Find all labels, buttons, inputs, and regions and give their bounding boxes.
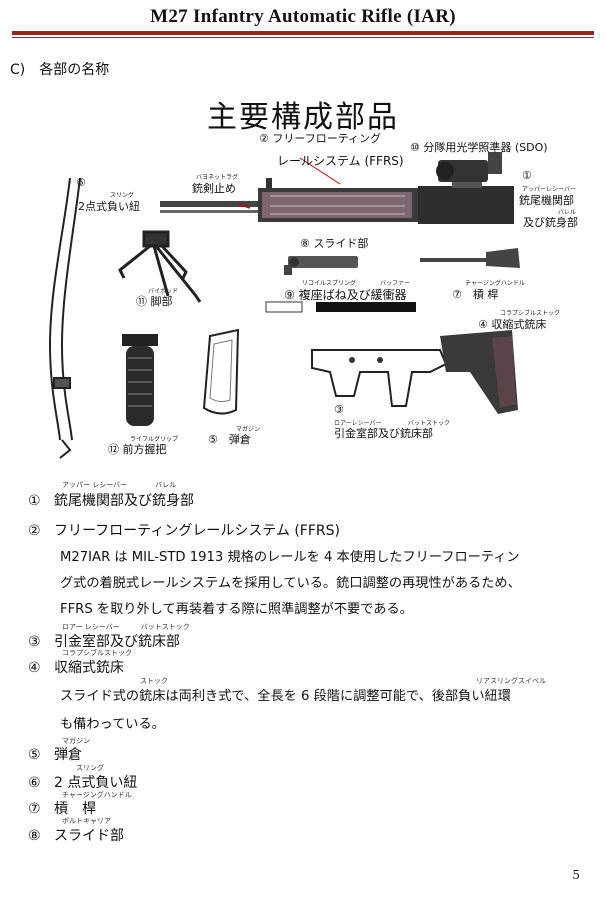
item-5-number: ⑤ bbox=[28, 747, 41, 763]
label-barrel: 及び銃身部 bbox=[523, 216, 578, 229]
ffrs-paragraph-line-2: グ式の着脱式レールシステムを採用している。銃口調整の再現性があるため、 bbox=[60, 576, 521, 591]
ruby-charging: チャージングハンドル bbox=[465, 280, 525, 287]
magazine-illustration bbox=[202, 328, 240, 415]
ruby-stock: コラプシブルストック bbox=[500, 310, 561, 317]
item-2-text: フリーフローティングレールシステム (FFRS) bbox=[54, 523, 340, 539]
item-5-text: 弾倉 bbox=[54, 747, 82, 763]
rear-swivel-ruby: リアスリングスイベル bbox=[476, 677, 546, 685]
bipod-illustration bbox=[118, 230, 202, 303]
item-7-text: 槓 桿 bbox=[54, 801, 96, 817]
section-heading: C) 各部の名称 bbox=[10, 62, 110, 78]
foregrip-illustration bbox=[122, 334, 158, 426]
item-6-text: 2 点式負い紐 bbox=[54, 775, 138, 791]
header-rule-thin bbox=[12, 37, 594, 38]
ruby-bayonet: バヨネットラグ bbox=[196, 174, 239, 181]
item-3-number: ③ bbox=[28, 634, 41, 650]
label-optic: ⑩ 分隊用光学照準器 (SDO) bbox=[410, 141, 548, 154]
ruby-lower: ロアーレシーバー bbox=[334, 420, 382, 427]
label-upper: 銃尾機関部 bbox=[519, 194, 574, 207]
stock-paragraph-line-2: も備わっている。 bbox=[60, 717, 165, 732]
item-4-ruby: コラプシブルストック bbox=[62, 649, 132, 657]
label-lower: 引金室部及び銃床部 bbox=[334, 427, 433, 440]
ruby-upper: アッパーレシーバー bbox=[522, 186, 576, 193]
list-item-1: ① 銃尾機関部及び銃身部 bbox=[28, 490, 194, 510]
rifle-upper-illustration bbox=[160, 157, 514, 224]
label-magazine: ⑤ 弾倉 bbox=[208, 433, 251, 446]
item-8-number: ⑧ bbox=[28, 828, 41, 844]
label-slide: ⑧ スライド部 bbox=[300, 237, 369, 250]
item-7-ruby: チャージングハンドル bbox=[62, 791, 132, 799]
list-item-8: ⑧ スライド部 bbox=[28, 825, 124, 845]
item-1-ruby: アッパー レシーバー バレル bbox=[62, 481, 177, 489]
list-item-7: ⑦ 槓 桿 bbox=[28, 798, 96, 818]
list-item-6: ⑥ 2 点式負い紐 bbox=[28, 772, 137, 792]
item-6-ruby: スリング bbox=[62, 764, 104, 772]
header-rule-thick bbox=[12, 31, 594, 35]
ruby-grip: ライフルグリップ bbox=[130, 436, 179, 443]
item-8-ruby: ボルトキャリア bbox=[62, 817, 111, 825]
item-7-number: ⑦ bbox=[28, 801, 41, 817]
lower-receiver-illustration bbox=[311, 330, 518, 414]
recoil-spring-illustration bbox=[265, 301, 416, 313]
label-grip: ⑫ 前方握把 bbox=[108, 443, 167, 456]
ruby-sling: スリング bbox=[110, 192, 135, 199]
label-sling-num: ⑥ bbox=[76, 176, 86, 189]
ruby-buffer: バッファー bbox=[380, 280, 411, 287]
list-item-5: ⑤ 弾倉 bbox=[28, 744, 82, 764]
item-5-ruby: マガジン bbox=[62, 737, 90, 745]
stock-paragraph-line-1: スライド式の銃床は両利き式で、全長を 6 段階に調整可能で、後部負い紐環 bbox=[60, 689, 511, 704]
item-3-text: 引金室部及び銃床部 bbox=[54, 634, 180, 650]
sling-illustration bbox=[48, 177, 81, 459]
bolt-carrier-illustration bbox=[284, 256, 358, 275]
ruby-recoil: リコイルスプリング bbox=[302, 280, 357, 287]
charging-handle-illustration bbox=[420, 248, 520, 268]
item-1-text: 銃尾機関部及び銃身部 bbox=[54, 493, 194, 509]
ruby-barrel: バレル bbox=[558, 209, 577, 216]
item-6-number: ⑥ bbox=[28, 775, 41, 791]
ffrs-paragraph-line-1: M27IAR は MIL-STD 1913 規格のレールを 4 本使用したフリー… bbox=[60, 550, 520, 565]
label-upper-num: ① bbox=[522, 169, 532, 182]
label-stock: ④ 収縮式銃床 bbox=[478, 318, 547, 331]
page-header-title: M27 Infantry Automatic Rifle (IAR) bbox=[150, 6, 456, 27]
label-sling: 2点式負い紐 bbox=[78, 200, 140, 213]
label-rail-system: レールシステム (FFRS) bbox=[277, 154, 404, 168]
label-bipod: ⑪ 脚部 bbox=[136, 295, 173, 308]
label-bayonet: 銃剣止め bbox=[192, 182, 236, 195]
item-2-number: ② bbox=[28, 523, 41, 539]
stock-ruby: ストック bbox=[140, 677, 168, 685]
item-1-number: ① bbox=[28, 493, 41, 509]
components-diagram bbox=[48, 152, 520, 459]
ruby-buttstock: バットストック bbox=[408, 420, 451, 427]
item-3-ruby: ロアー レシーバー バットストック bbox=[62, 623, 190, 631]
label-lower-num: ③ bbox=[334, 403, 344, 416]
optic-illustration bbox=[436, 152, 502, 188]
page-number: 5 bbox=[572, 868, 580, 882]
label-charging: ⑦ 槓 桿 bbox=[452, 288, 499, 301]
ffrs-paragraph-line-3: FFRS を取り外して再装着する際に照準調整が不要である。 bbox=[60, 602, 413, 617]
list-item-2: ② フリーフローティングレールシステム (FFRS) bbox=[28, 520, 340, 540]
diagram-title: 主要構成部品 bbox=[207, 100, 399, 135]
item-8-text: スライド部 bbox=[54, 828, 124, 844]
label-ffrs-num: ② フリーフローティング bbox=[259, 132, 382, 145]
item-4-text: 収縮式銃床 bbox=[54, 660, 124, 676]
item-4-number: ④ bbox=[28, 660, 41, 676]
list-item-3: ③ 引金室部及び銃床部 bbox=[28, 631, 180, 651]
ruby-bipod: バイポッド bbox=[148, 288, 179, 295]
label-recoil: ⑨ 複座ばね及び緩衝器 bbox=[284, 288, 407, 302]
list-item-4: ④ 収縮式銃床 bbox=[28, 657, 124, 677]
ruby-magazine: マガジン bbox=[236, 426, 261, 433]
